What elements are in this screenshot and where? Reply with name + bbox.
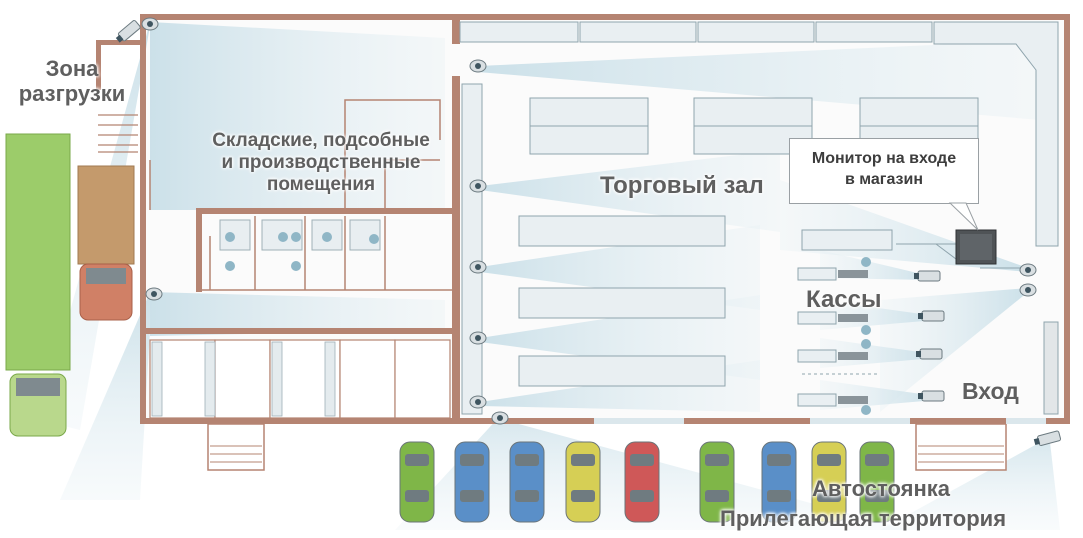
dome-camera-icon	[1019, 283, 1037, 297]
unloading-zone-label: Зона разгрузки	[18, 56, 126, 107]
truck-brown	[77, 165, 135, 321]
parking-cars	[399, 441, 895, 523]
storage-room-walls	[149, 99, 454, 291]
dome-camera-icon	[469, 179, 487, 193]
box-camera-icon	[916, 348, 943, 360]
entrance-doors	[594, 418, 1046, 424]
parked-car-icon	[509, 441, 545, 523]
box-camera-icon	[1033, 430, 1062, 446]
box-camera-icon	[914, 270, 941, 282]
parked-car-icon	[811, 441, 847, 523]
dome-camera-icon	[1019, 263, 1037, 277]
monitor-callout: Монитор на входе в магазин	[789, 138, 979, 204]
parked-car-icon	[454, 441, 490, 523]
checkouts-label: Кассы	[806, 286, 882, 313]
parking-label: Автостоянка	[812, 476, 950, 501]
rear-steps	[207, 423, 1007, 471]
dome-camera-icon	[469, 260, 487, 274]
entrance-monitor-icon	[896, 229, 1022, 269]
sales-floor-shelving	[459, 21, 1059, 415]
sales-floor-label: Торговый зал	[600, 172, 764, 199]
truck-green	[5, 133, 71, 437]
box-camera-icon	[918, 390, 945, 402]
unloading-dock	[98, 114, 138, 153]
parked-car-icon	[761, 441, 797, 523]
storage-rooms-label: Складские, подсобные и производственные …	[212, 130, 430, 195]
dome-camera-icon	[469, 331, 487, 345]
locker-details	[151, 341, 336, 417]
parked-car-icon	[699, 441, 735, 523]
parked-car-icon	[565, 441, 601, 523]
dome-camera-icon	[141, 17, 159, 31]
dome-camera-icon	[469, 395, 487, 409]
camera-icons	[115, 17, 1062, 446]
checkout-counters	[797, 257, 880, 415]
parked-car-icon	[859, 441, 895, 523]
parked-car-icon	[624, 441, 660, 523]
storage-lockers	[149, 339, 451, 419]
monitor-callout-text: Монитор на входе в магазин	[811, 150, 957, 188]
box-camera-icon	[918, 310, 945, 322]
box-camera-icon	[115, 20, 141, 43]
dome-camera-icon	[469, 59, 487, 73]
dome-camera-icon	[491, 411, 509, 425]
entrance-label: Вход	[962, 378, 1019, 404]
restroom-stalls	[219, 219, 381, 271]
dome-camera-icon	[145, 287, 163, 301]
adjacent-territory-label: Прилегающая территория	[720, 506, 1007, 531]
parked-car-icon	[399, 441, 435, 523]
